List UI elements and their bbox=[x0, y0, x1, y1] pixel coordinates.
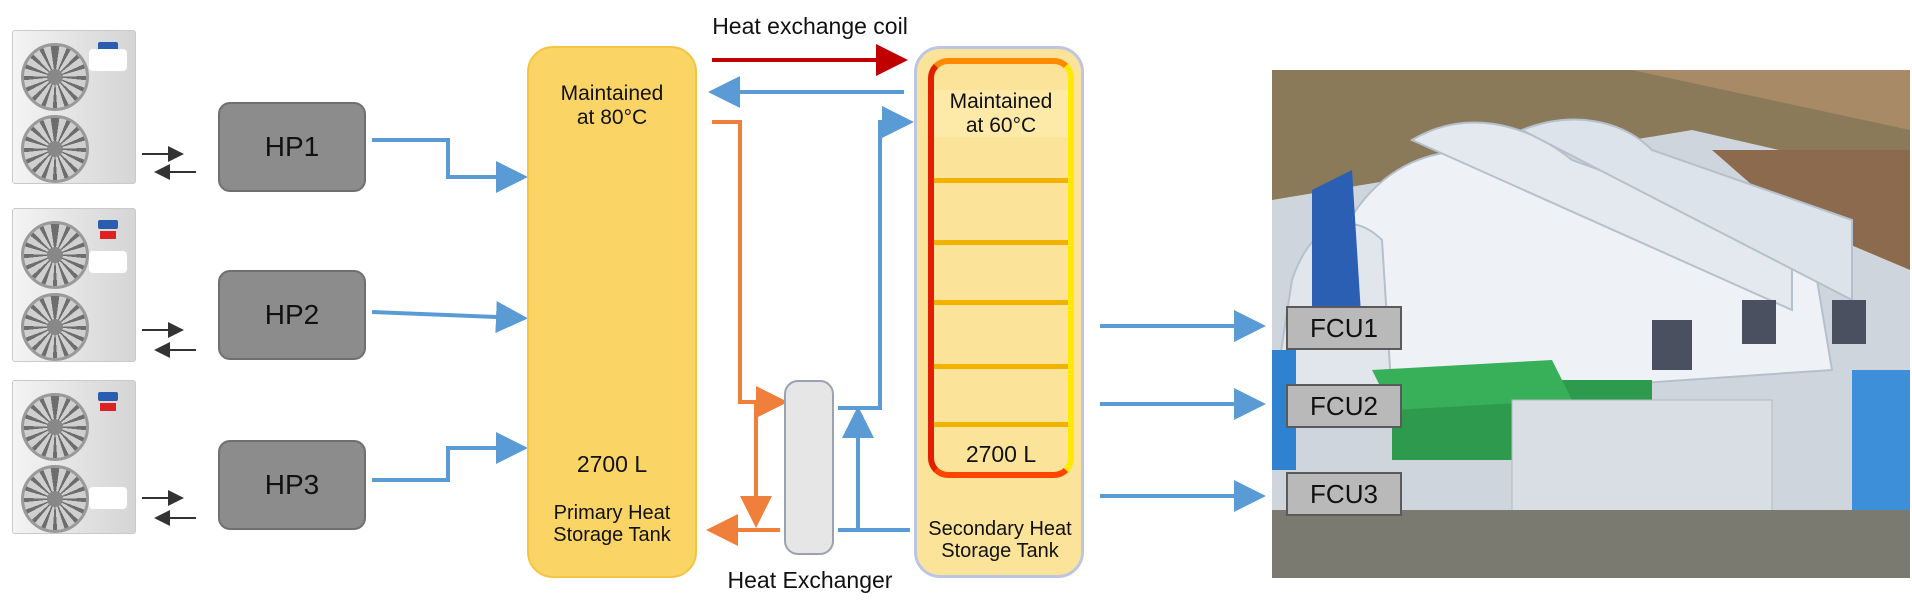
primary-heat-storage-tank bbox=[527, 46, 697, 578]
secondary-tank-capacity: 2700 L bbox=[965, 441, 1037, 467]
heat-pump-box-1: HP1 bbox=[218, 102, 366, 192]
unit-label-plate bbox=[89, 251, 127, 273]
coil-turn bbox=[934, 364, 1068, 369]
heat-exchanger-label: Heat Exchanger bbox=[727, 567, 893, 593]
fan-icon bbox=[21, 115, 89, 183]
fan-icon bbox=[21, 465, 89, 533]
fcu-2: FCU2 bbox=[1286, 384, 1402, 428]
primary-tank-name: Primary Heat Storage Tank bbox=[553, 502, 671, 547]
hot-loop bbox=[706, 120, 788, 546]
fcu-label: FCU3 bbox=[1310, 478, 1378, 509]
heat-exchanger bbox=[784, 380, 834, 555]
coil-label: Heat exchange coil bbox=[712, 13, 908, 39]
greenhouse-photo: FCU1 FCU2 FCU3 bbox=[1272, 70, 1910, 578]
coil-turn bbox=[934, 300, 1068, 305]
fcu-supply-pipes bbox=[1100, 310, 1266, 512]
primary-tank-capacity: 2700 L bbox=[576, 451, 648, 477]
secondary-tank-temperature: Maintained at 60°C bbox=[934, 90, 1068, 138]
fcu-label: FCU2 bbox=[1310, 390, 1378, 421]
hp-label: HP3 bbox=[264, 469, 320, 500]
fan-icon bbox=[21, 221, 89, 289]
fcu-label: FCU1 bbox=[1310, 312, 1378, 343]
hp-label: HP2 bbox=[264, 299, 320, 330]
brand-logo-icon bbox=[98, 220, 118, 239]
coil-turn bbox=[934, 422, 1068, 427]
heat-pump-unit-3 bbox=[12, 380, 136, 534]
fan-icon bbox=[21, 293, 89, 361]
unit-label-plate bbox=[89, 487, 127, 509]
heat-pump-box-3: HP3 bbox=[218, 440, 366, 530]
heat-pump-unit-1 bbox=[12, 30, 136, 184]
greenhouse-tunnels bbox=[1272, 118, 1853, 412]
secondary-loop bbox=[838, 106, 914, 532]
brand-logo-icon bbox=[98, 392, 118, 411]
secondary-tank-name: Secondary Heat Storage Tank bbox=[928, 518, 1072, 563]
hp-label: HP1 bbox=[264, 131, 320, 162]
primary-tank-temperature: Maintained at 80°C bbox=[560, 82, 664, 129]
refrigerant-lines bbox=[142, 146, 196, 526]
heat-pump-box-2: HP2 bbox=[218, 270, 366, 360]
heat-pump-unit-2 bbox=[12, 208, 136, 362]
fcu-1: FCU1 bbox=[1286, 306, 1402, 350]
heat-exchange-coil bbox=[928, 58, 1074, 478]
fan-icon bbox=[21, 43, 89, 111]
greenhouse-illustration bbox=[1272, 70, 1910, 578]
coil-turn bbox=[934, 240, 1068, 245]
fan-icon bbox=[21, 393, 89, 461]
unit-label-plate bbox=[89, 49, 127, 71]
coil-turn bbox=[934, 178, 1068, 183]
fcu-3: FCU3 bbox=[1286, 472, 1402, 516]
hp-supply-pipes bbox=[371, 138, 528, 482]
